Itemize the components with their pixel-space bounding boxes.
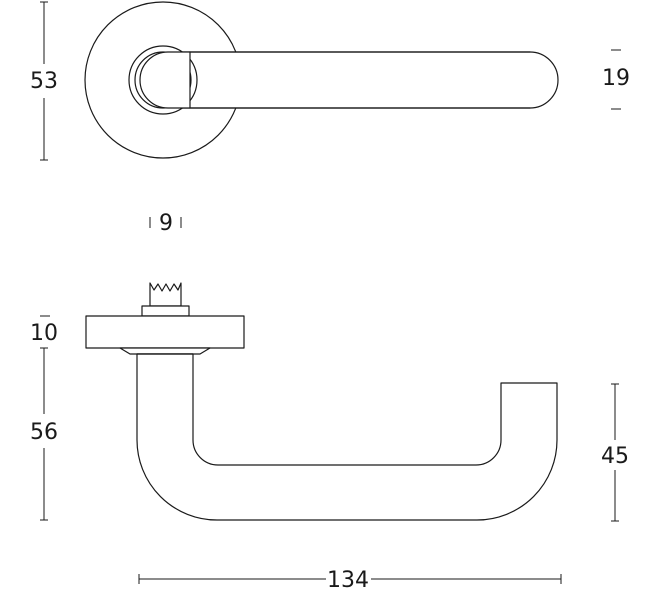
- dimension-rose-height: 10: [30, 315, 58, 346]
- spindle-outline: [149, 282, 182, 307]
- dimension-lever-length: 134: [138, 568, 562, 590]
- dimension-lever-end-height: 45: [601, 383, 629, 522]
- dimension-lever-thickness: 19: [602, 49, 630, 110]
- dim-label-lever-end-height: 45: [601, 444, 629, 469]
- spindle-base: [141, 305, 190, 317]
- lever-arm-outline: [163, 51, 559, 109]
- dim-label-rose-height: 10: [30, 321, 58, 346]
- lever-neck-cap: [139, 51, 191, 109]
- dim-label-lever-length: 134: [327, 568, 369, 590]
- dim-label-lever-thickness: 19: [602, 66, 630, 91]
- rose-plate: [85, 315, 245, 349]
- dim-label-lever-drop: 56: [30, 420, 58, 445]
- top-view: [84, 1, 559, 159]
- collar: [119, 347, 211, 355]
- dimension-rose-diameter: 53: [30, 1, 58, 161]
- dim-label-rose-diameter: 53: [30, 69, 58, 94]
- side-view: [85, 282, 558, 521]
- dim-label-spindle-width: 9: [159, 211, 173, 236]
- lever-profile: [136, 353, 558, 521]
- dimension-lever-drop: 56: [30, 347, 58, 521]
- dimension-spindle-width: 9: [149, 211, 182, 236]
